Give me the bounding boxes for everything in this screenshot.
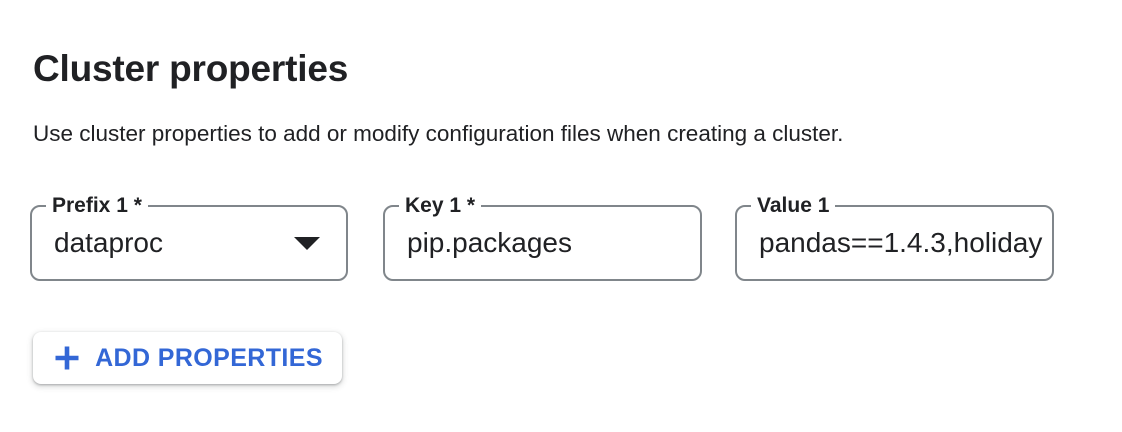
- page-subtitle: Use cluster properties to add or modify …: [33, 120, 844, 146]
- add-properties-label: ADD PROPERTIES: [95, 343, 323, 372]
- dropdown-arrow-icon: [294, 237, 320, 250]
- prefix-select[interactable]: Prefix 1 * dataproc: [30, 192, 348, 281]
- value-input[interactable]: [759, 209, 1049, 277]
- add-properties-button[interactable]: ADD PROPERTIES: [33, 332, 342, 384]
- key-field: Key 1 *: [383, 192, 702, 281]
- plus-icon: [55, 346, 79, 370]
- value-field: Value 1: [735, 192, 1054, 281]
- key-input[interactable]: [407, 209, 696, 277]
- prefix-selected-value: dataproc: [54, 227, 163, 258]
- prefix-field-label: Prefix 1 *: [46, 192, 148, 219]
- page-title: Cluster properties: [33, 47, 349, 89]
